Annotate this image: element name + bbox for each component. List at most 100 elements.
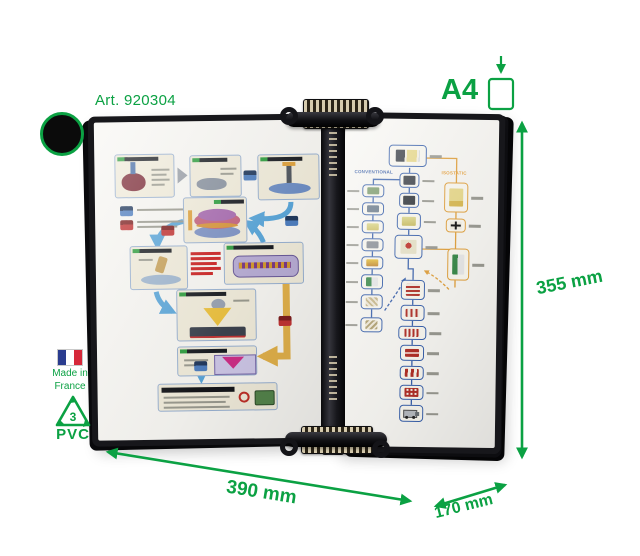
process-icon: [405, 284, 421, 296]
flow-box: [399, 365, 424, 381]
flow-box-grinding: [257, 153, 320, 201]
pvc-recycling-icon: 3: [55, 395, 91, 427]
flow-box: [399, 344, 425, 362]
french-flag-icon: [57, 349, 83, 366]
article-number: Art. 920304: [95, 92, 176, 109]
flow-box-testing: [157, 382, 278, 412]
process-icon: [366, 205, 380, 213]
legend-red-badge-icon: [120, 220, 134, 231]
flow-box-slicing: [189, 154, 242, 198]
flow-box: [360, 317, 383, 333]
chip-icon: [254, 390, 275, 406]
tiny-label-bar: [426, 372, 439, 375]
process-icon: [401, 216, 416, 227]
process-icon: [404, 368, 419, 377]
right-display-pocket[interactable]: CONVENTIONAL ISOSTATIC: [334, 111, 506, 455]
tiny-label-bar: [345, 300, 358, 304]
flow-box: [360, 294, 383, 310]
flow-box: [399, 172, 420, 188]
flow-box: [394, 234, 423, 260]
left-page-poster: [94, 119, 332, 440]
flow-box: [399, 192, 420, 208]
process-icon: [404, 388, 419, 397]
tiny-label-bar: [345, 323, 358, 327]
tiny-label-bar: [427, 289, 440, 292]
process-badge-icon: [285, 215, 299, 226]
flow-box-metal-deposition: [176, 345, 258, 377]
flow-box: [396, 212, 421, 231]
gray-step-arrow-icon: [177, 167, 188, 184]
tiny-label-bar: [345, 280, 359, 284]
process-red-badge-icon: [278, 315, 292, 327]
flow-box-ingot: [114, 153, 175, 199]
format-label: A4: [441, 74, 479, 106]
tiny-label-bar: [346, 225, 359, 229]
right-page: CONVENTIONAL ISOSTATIC: [340, 117, 500, 449]
process-icon: [403, 176, 416, 185]
process-icon: [451, 254, 465, 275]
tiny-label-bar: [425, 246, 438, 249]
flow-box: [361, 256, 384, 270]
legend-blue-badge-icon: [119, 206, 134, 217]
tiny-label-bar: [422, 199, 435, 203]
process-icon: [405, 308, 420, 318]
tiny-label-bar: [426, 412, 439, 416]
width-dimension-label: 390 mm: [224, 476, 299, 509]
process-icon: [365, 277, 379, 287]
flow-box: [361, 220, 384, 234]
flow-box: [388, 144, 427, 168]
process-icon: [449, 221, 462, 230]
process-icon: [449, 188, 464, 207]
process-badge-icon: [194, 361, 208, 372]
process-icon: [366, 223, 380, 231]
tiny-label-bar: [471, 196, 484, 200]
tiny-label-bar: [427, 352, 440, 355]
flow-box: [400, 304, 425, 322]
red-note-text: [190, 251, 221, 255]
process-icon: [396, 149, 420, 163]
process-icon: [403, 196, 415, 205]
process-icon: [404, 348, 420, 358]
flow-box: [360, 274, 384, 290]
spine-pivot-pins-icon: [329, 356, 337, 400]
tiny-label-bar: [347, 207, 360, 211]
tiny-label-bar: [347, 189, 360, 193]
magnifier-icon: [238, 391, 250, 403]
flow-box-doping: [223, 241, 305, 285]
pvc-material-label: PVC: [56, 426, 90, 443]
process-icon: [366, 187, 380, 195]
process-icon: [365, 259, 379, 267]
left-display-pocket[interactable]: [87, 113, 339, 447]
tiny-label-bar: [472, 263, 485, 267]
flow-box-cleaning: [182, 196, 248, 244]
process-icon: [365, 297, 379, 307]
flow-box: [361, 202, 385, 216]
flow-box: [400, 279, 426, 301]
isostatic-column-header: ISOSTATIC: [441, 170, 467, 176]
height-dimension-label: 355 mm: [534, 265, 605, 299]
flow-box: [361, 238, 384, 252]
tiny-label-bar: [346, 261, 359, 265]
flow-box: [447, 248, 470, 281]
bottom-bracket-right-hook-icon: [372, 440, 390, 458]
color-swatch-black[interactable]: [40, 112, 84, 156]
tiny-label-bar: [426, 391, 439, 395]
tiny-label-bar: [468, 224, 481, 228]
tiny-label-bar: [429, 332, 442, 335]
process-icon: [364, 320, 378, 330]
tiny-label-bar: [423, 220, 436, 224]
process-badge-icon: [243, 170, 257, 181]
spine-pivot-pins-icon: [329, 132, 337, 176]
process-icon: [403, 328, 421, 337]
flow-box: [445, 218, 466, 233]
recycling-code: 3: [70, 410, 77, 424]
process-icon: [366, 241, 379, 249]
conventional-column-header: CONVENTIONAL: [354, 169, 393, 175]
flow-box: [362, 184, 385, 198]
bottom-wall-bracket: [285, 432, 387, 447]
flow-box: [443, 182, 469, 213]
right-page-poster: CONVENTIONAL ISOSTATIC: [341, 118, 500, 448]
top-wall-bracket: [286, 112, 380, 127]
